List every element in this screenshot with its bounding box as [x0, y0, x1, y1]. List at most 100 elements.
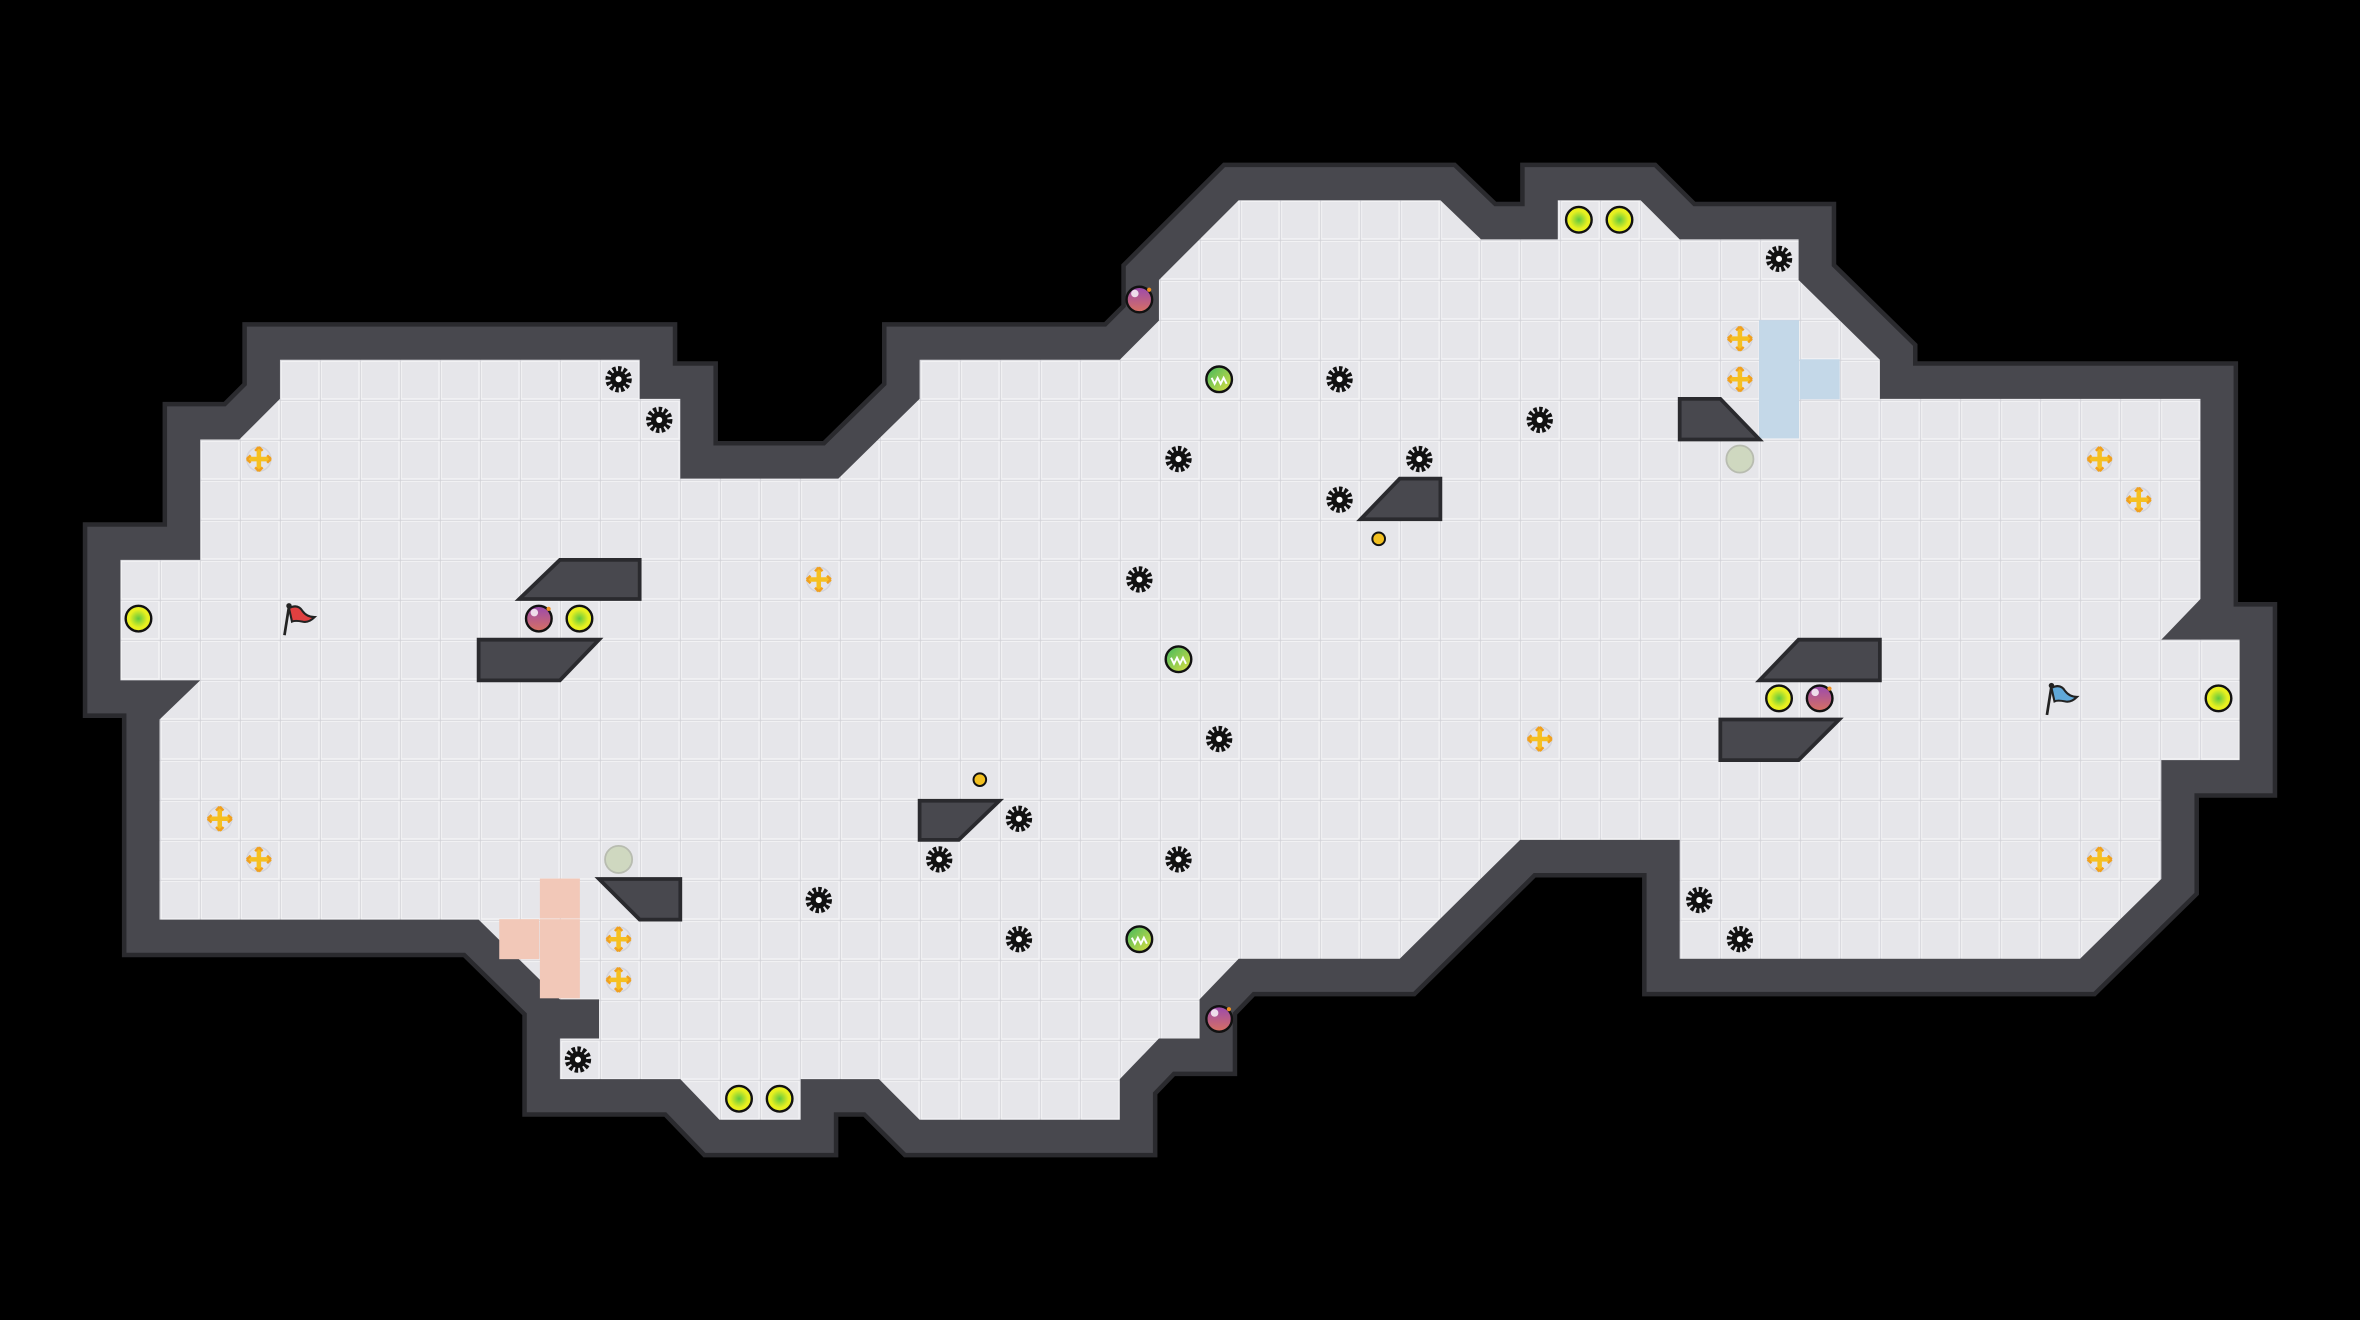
powerup-arrows	[245, 846, 272, 873]
spike-teeth	[805, 886, 832, 914]
wall-block	[1356, 476, 1443, 522]
inactive-boost-icon	[604, 844, 634, 874]
spike-teeth	[1326, 366, 1353, 393]
spike-icon	[646, 406, 673, 434]
mine-icon	[1371, 531, 1386, 547]
powerup-cross	[1527, 726, 1552, 752]
red-team-tile	[539, 958, 580, 999]
bomb-shine	[530, 608, 539, 617]
boost-icon	[765, 1084, 794, 1113]
inner-walls	[476, 396, 1882, 922]
blue-flag-icon	[2045, 682, 2080, 716]
bomb-fuse	[1147, 287, 1152, 292]
spike-icon	[805, 886, 832, 914]
wall-block	[917, 798, 1005, 842]
powerup-arrows	[1526, 726, 1553, 752]
powerup-icon	[206, 805, 233, 832]
powerup-icon	[1727, 366, 1753, 393]
flag-cloth	[287, 605, 318, 624]
spike-hole	[656, 416, 663, 423]
spike-teeth	[1726, 926, 1754, 953]
powerup-icon	[245, 846, 272, 873]
spike-icon	[1005, 805, 1033, 832]
powerup-arrows	[2086, 846, 2113, 873]
powerup-arrows	[206, 805, 233, 832]
powerup-arrows	[2125, 486, 2152, 513]
spike-icon	[926, 846, 953, 873]
flag-cloth	[2050, 685, 2080, 703]
spike-teeth	[1165, 846, 1192, 873]
spike-teeth	[1165, 445, 1192, 473]
powerup-cross	[246, 847, 271, 872]
powerup-cross	[2087, 847, 2112, 872]
spike-icon	[1726, 926, 1754, 953]
powerup-cross	[606, 967, 631, 992]
spike-hole	[1416, 456, 1423, 463]
powerup-cross	[246, 447, 271, 472]
spike-teeth	[1406, 445, 1433, 473]
spike-icon	[605, 366, 632, 393]
powerup-icon	[1526, 726, 1553, 752]
spike-hole	[1736, 936, 1743, 943]
bomb-icon	[1805, 684, 1834, 713]
wall-block	[476, 637, 604, 683]
red-team-tile	[539, 919, 580, 960]
portal-mark	[1210, 375, 1228, 387]
powerup-icon	[2086, 446, 2113, 472]
spike-teeth	[1005, 926, 1033, 953]
spike-icon	[1005, 926, 1033, 953]
powerup-icon	[2125, 486, 2152, 513]
blue-team-tile	[1759, 398, 1800, 439]
powerup-cross	[2126, 487, 2151, 512]
spike-icon	[1406, 445, 1433, 473]
spike-hole	[1175, 456, 1182, 463]
spike-icon	[1326, 366, 1353, 393]
powerup-icon	[1727, 325, 1753, 352]
spike-hole	[1015, 815, 1022, 822]
spike-hole	[574, 1056, 581, 1063]
spike-icon	[1326, 486, 1353, 513]
spike-icon	[1686, 886, 1713, 914]
flag-knob	[286, 603, 292, 609]
inactive-boost-icon	[1725, 444, 1755, 474]
mine-icon	[972, 772, 988, 787]
portal-icon	[1205, 365, 1234, 394]
powerup-cross	[2087, 447, 2112, 472]
spike-teeth	[1005, 805, 1033, 832]
spike-hole	[1136, 576, 1143, 583]
bomb-icon	[524, 604, 553, 633]
spike-hole	[615, 376, 622, 383]
powerup-icon	[245, 446, 272, 472]
powerup-arrows	[2086, 446, 2113, 472]
boost-icon	[124, 604, 153, 633]
portal-mark	[1130, 935, 1148, 946]
flag-pole	[283, 606, 291, 636]
portal-icon	[1125, 925, 1154, 954]
powerup-arrows	[605, 926, 632, 953]
spike-icon	[1165, 846, 1192, 873]
wall-block	[1677, 396, 1764, 442]
spike-teeth	[1326, 486, 1353, 513]
spike-teeth	[646, 406, 673, 434]
spike-teeth	[1765, 245, 1793, 273]
spike-teeth	[926, 846, 953, 873]
flag-pole	[2045, 686, 2053, 716]
boost-icon	[2204, 684, 2233, 713]
spike-hole	[936, 856, 943, 863]
powerup-arrows	[245, 446, 272, 472]
spike-teeth	[564, 1046, 592, 1073]
boost-icon	[565, 604, 594, 633]
powerup-arrows	[605, 966, 632, 993]
spike-hole	[1336, 376, 1343, 383]
spike-icon	[1126, 566, 1153, 593]
team-zones	[499, 320, 1840, 999]
powerup-icon	[2086, 846, 2113, 873]
spike-icon	[564, 1046, 592, 1073]
powerup-cross	[806, 567, 831, 592]
bomb-shine	[1811, 688, 1819, 697]
spike-hole	[1776, 255, 1783, 262]
wall-block	[594, 877, 683, 922]
spike-hole	[815, 897, 822, 904]
powerup-arrows	[805, 566, 832, 593]
bomb-fuse	[546, 606, 551, 611]
